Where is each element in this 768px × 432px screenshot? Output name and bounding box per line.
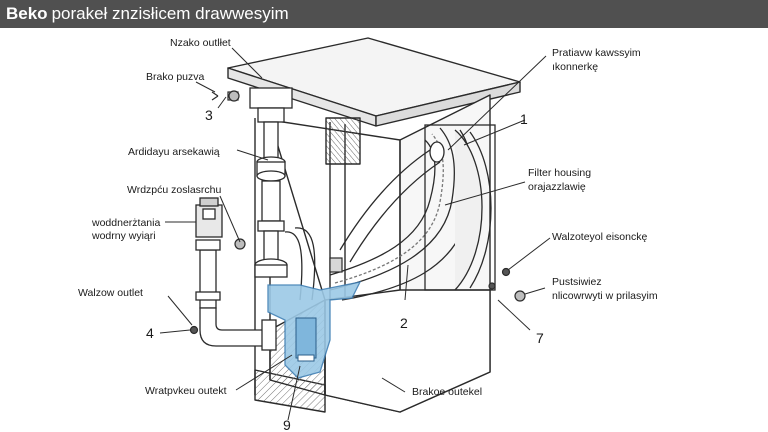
- callout-1: 1: [520, 111, 528, 127]
- label-pratiavw-line1: Pratiavw kawssyim: [552, 47, 641, 59]
- title-brand: Beko: [6, 4, 48, 23]
- hose: [284, 141, 445, 301]
- label-filter-line2: orajazzlawię: [528, 181, 586, 193]
- callout-2: 2: [400, 315, 408, 331]
- fittings: [189, 90, 526, 335]
- callout-7: 7: [536, 330, 544, 346]
- label-woddner-line1: woddnerżtania: [91, 217, 160, 229]
- label-pustsiwicz-line1: Pustsiwiez: [552, 276, 602, 288]
- sump-filter: [295, 317, 317, 359]
- label-walzow-outlet: Walzow outlet: [78, 287, 143, 299]
- cabinet-top-edge-right: [375, 81, 521, 127]
- drain-pipe: [195, 239, 277, 351]
- label-brakoe: Brakoe outekel: [412, 386, 482, 398]
- label-brako-puzva: Brako puzva: [146, 71, 205, 83]
- label-top-outlet: Nzako outlłet: [170, 37, 231, 49]
- label-ardidayu: Ardidayu arsekawią: [128, 146, 220, 158]
- callout-9: 9: [283, 417, 291, 432]
- callout-3: 3: [205, 107, 213, 123]
- label-walzoteyol: Walzoteyol eisonckę: [552, 231, 647, 243]
- label-wrdzpcu: Wrdzpću zoslasrchu: [127, 184, 222, 196]
- inlet-pipe: [249, 87, 293, 278]
- label-filter-line1: Filter housing: [528, 167, 591, 179]
- pump-valve: [195, 197, 223, 238]
- label-woddner-line2: wodrny wyiąri: [91, 230, 156, 242]
- callout-4: 4: [146, 325, 154, 341]
- leader-lines: [159, 47, 551, 421]
- label-pustsiwicz-line2: nlicowrwyti w prilasyim: [552, 290, 658, 302]
- label-pratiavw-line2: ıkonnerkę: [552, 61, 598, 73]
- title-text: porakeł znzisłicem drawwesyim: [51, 4, 289, 23]
- label-wratpvkeu: Wratpvkeu outekt: [145, 385, 227, 397]
